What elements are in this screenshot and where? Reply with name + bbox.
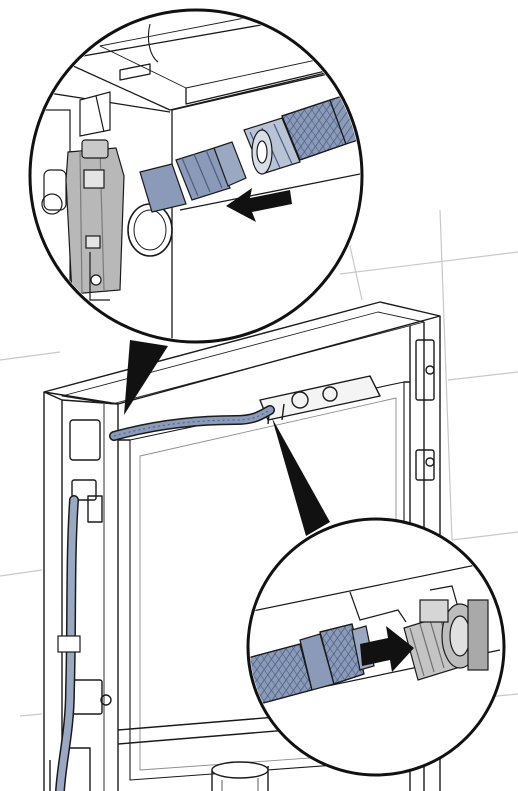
hose-connector-left xyxy=(139,141,247,213)
bottom-detail-callout xyxy=(246,517,506,777)
arrow-right-icon xyxy=(360,626,414,672)
bottom-callout-pointer xyxy=(272,418,330,536)
hose-across-frame xyxy=(109,405,275,441)
inlet-valve-fitting xyxy=(403,599,489,681)
arrow-left-icon xyxy=(226,188,292,222)
hose-connector-right xyxy=(250,623,375,707)
hose-down-left xyxy=(55,495,81,791)
top-detail-callout xyxy=(28,8,364,344)
angle-valve xyxy=(65,139,125,301)
top-callout-pointer xyxy=(124,340,168,415)
